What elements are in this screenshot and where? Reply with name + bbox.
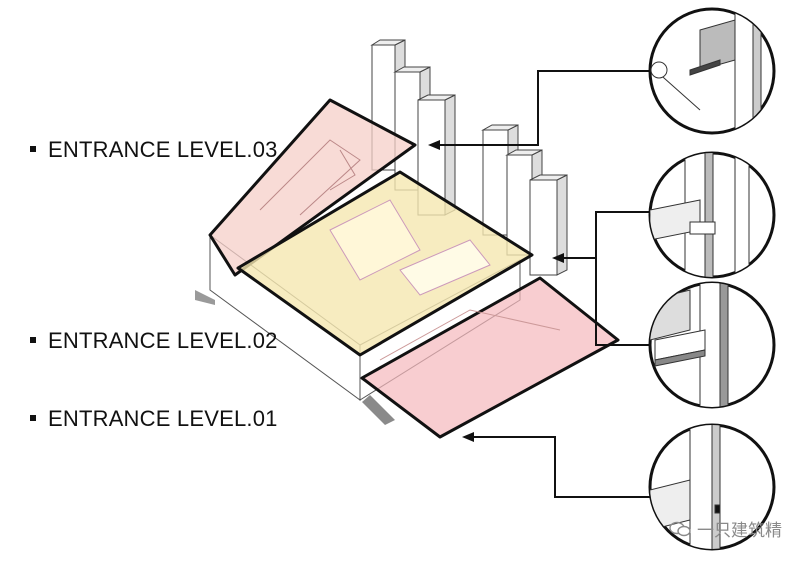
- wechat-icon: [669, 521, 691, 536]
- detail-circle-1: [648, 7, 776, 135]
- level-03-label-text: ENTRANCE LEVEL.03: [48, 137, 278, 162]
- level-01-label: ENTRANCE LEVEL.01: [30, 406, 278, 432]
- detail-circle-4: [648, 423, 776, 551]
- bullet-icon: [30, 415, 36, 422]
- detail-circle-3: [648, 281, 776, 409]
- bullet-icon: [30, 146, 36, 153]
- bullet-icon: [30, 337, 36, 344]
- level-01-plane: [360, 276, 620, 439]
- level-02-label-text: ENTRANCE LEVEL.02: [48, 328, 278, 353]
- leader-lines: [428, 70, 652, 498]
- level-02-label: ENTRANCE LEVEL.02: [30, 328, 278, 354]
- watermark: 一只建筑精: [669, 516, 782, 541]
- detail-circle-2: [648, 151, 776, 279]
- level-03-plane: [208, 98, 417, 277]
- level-01-label-text: ENTRANCE LEVEL.01: [48, 406, 278, 431]
- level-02-plane: [236, 170, 534, 357]
- watermark-text: 一只建筑精: [697, 521, 782, 541]
- level-03-label: ENTRANCE LEVEL.03: [30, 137, 278, 163]
